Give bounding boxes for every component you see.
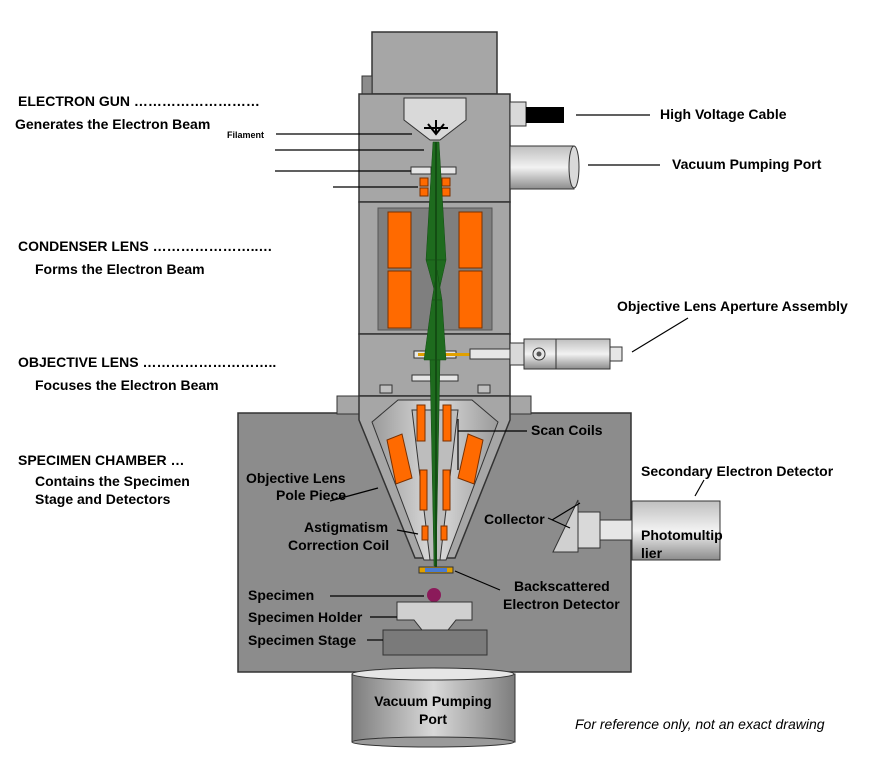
gun-coil-2 [419,187,429,197]
specimen-chamber-desc-2: Stage and Detectors [35,491,171,507]
specimen-label: Specimen [248,587,314,603]
objective-coil-left [386,433,413,485]
bse-label-1: Backscattered [514,578,610,594]
vacuum-port-bottom-label-2: Port [419,711,447,727]
collector-label: Collector [484,511,545,527]
gun-latch [361,75,373,95]
leader-lines [275,114,705,641]
bottom-vacuum-port [351,667,516,748]
aperture-strip [418,353,480,356]
high-voltage-cable-label: High Voltage Cable [660,106,787,122]
condenser-coil-lower-right [458,270,483,329]
gun-coil-4 [441,187,451,197]
astigmatism-label-1: Astigmatism [304,519,388,535]
electron-gun-desc: Generates the Electron Beam [15,116,210,132]
filament-icon [424,120,448,136]
wehnelt-cup [403,97,467,141]
filament-label: Filament [227,130,264,140]
gun-coil-1 [419,177,429,187]
specimen-stage-label: Specimen Stage [248,632,356,648]
vacuum-port-top-label: Vacuum Pumping Port [672,156,822,172]
pole-piece-label-1: Objective Lens [246,470,346,486]
objective-lens-title: OBJECTIVE LENS ……………………….. [18,354,276,370]
gun-housing-top [371,31,498,95]
scan-coil-right-2 [442,469,451,511]
se-detector [552,499,721,561]
astigmatism-label-2: Correction Coil [288,537,389,553]
hv-cable [526,107,564,123]
scan-coil-left [416,404,426,442]
vacuum-port-bottom-label-1: Vacuum Pumping [374,693,491,709]
specimen [427,588,441,602]
electron-gun-title: ELECTRON GUN ……………………… [18,93,260,109]
gun-coil-3 [441,177,451,187]
condenser-coil-upper-left [387,211,412,269]
objective-lens-desc: Focuses the Electron Beam [35,377,219,393]
photomultiplier-label-1: Photomultip [641,527,723,543]
anode-plate-left [410,166,432,175]
bse-detector-core [425,568,447,572]
scan-coils-label: Scan Coils [531,422,603,438]
aperture-assembly [469,338,623,370]
condenser-coil-lower-left [387,270,412,329]
deflector-block-left [379,384,393,394]
photomultiplier [631,500,721,561]
photomultiplier-label-2: lier [641,545,663,561]
specimen-holder-label: Specimen Holder [248,609,363,625]
scan-coil-left-2 [419,469,428,511]
se-detector-label: Secondary Electron Detector [641,463,834,479]
scan-coil-right [442,404,452,442]
specimen-chamber-title: SPECIMEN CHAMBER … [18,452,184,468]
pole-piece-label-2: Pole Piece [276,487,346,503]
footer-note: For reference only, not an exact drawing [575,716,825,732]
condenser-lens-desc: Forms the Electron Beam [35,261,205,277]
stig-coil-left [421,525,429,541]
aperture-assembly-label: Objective Lens Aperture Assembly [617,298,848,314]
objective-coil-right [457,433,484,485]
specimen-stage [382,629,488,656]
top-vacuum-port [509,145,580,190]
anode-plate-right [439,166,457,175]
condenser-lens-title: CONDENSER LENS …………………..… [18,238,272,254]
deflector-block-right [477,384,491,394]
bse-label-2: Electron Detector [503,596,620,612]
stig-coil-right [440,525,448,541]
hv-cable-connector [509,101,527,127]
condenser-coil-upper-right [458,211,483,269]
specimen-chamber-desc-1: Contains the Specimen [35,473,190,489]
